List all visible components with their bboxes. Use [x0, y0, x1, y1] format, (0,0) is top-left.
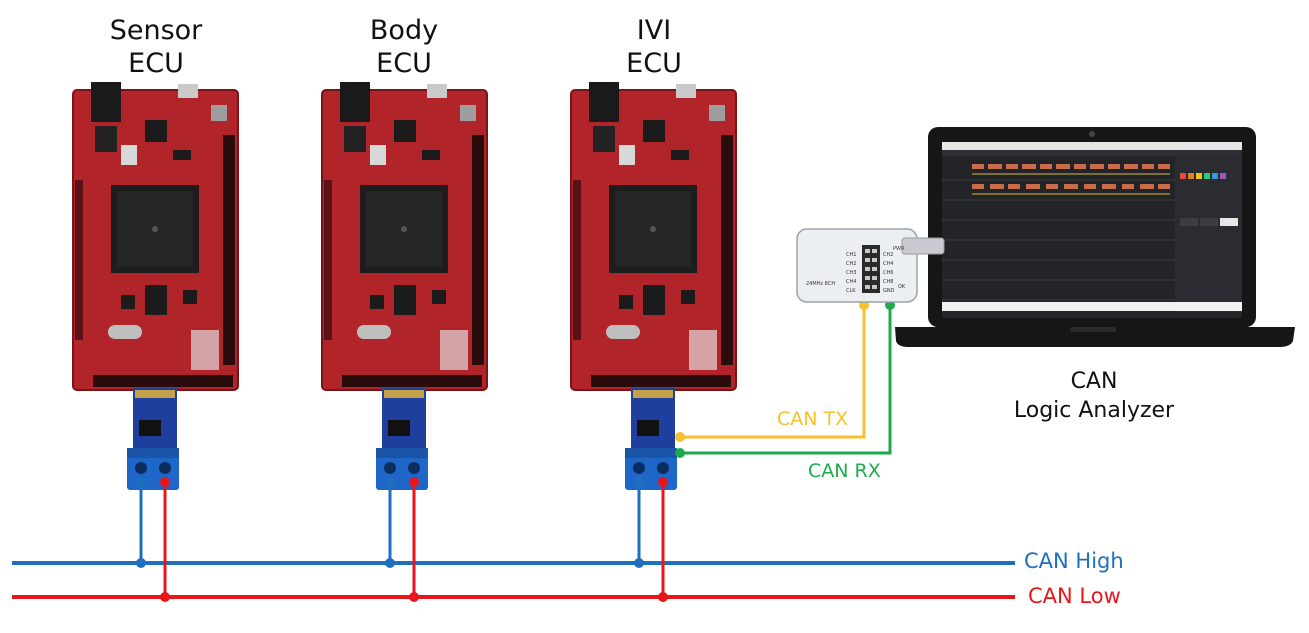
pin-label: CH1: [846, 252, 856, 258]
can-low-label: CAN Low: [1028, 584, 1121, 608]
status-label: OK: [898, 284, 906, 290]
ecu-title-line2: ECU: [128, 48, 184, 79]
can-low-drops: [163, 482, 665, 597]
ecu-board-ivi: [570, 81, 737, 491]
ecu-title-line1: Body: [369, 15, 439, 46]
logic-analyzer-title: CAN Logic Analyzer: [984, 367, 1204, 425]
pin-label: CH2: [883, 252, 893, 258]
ecu-title-ivi: IVI ECU: [554, 14, 754, 80]
pin-label: GND: [883, 288, 895, 294]
can-rx-label: CAN RX: [808, 460, 881, 482]
ecu-title-line2: ECU: [626, 48, 682, 79]
ecu-title-line1: Sensor: [109, 15, 203, 46]
ecu-board-body: [321, 81, 488, 491]
logic-analyzer-line2: Logic Analyzer: [1013, 398, 1175, 423]
can-tx-label: CAN TX: [777, 408, 849, 430]
can-high-drops: [139, 482, 641, 563]
pin-label: CH2: [846, 261, 856, 267]
pin-label: CH4: [883, 261, 893, 267]
logic-analyzer-line1: CAN: [1070, 369, 1118, 394]
can-tx-wire: [680, 303, 866, 439]
pin-label: CLK: [846, 288, 856, 294]
pin-label: CH4: [846, 279, 856, 285]
pin-label: PWR: [893, 246, 905, 252]
device-label: 24MHz 8CH: [806, 281, 835, 287]
pin-label: CH6: [883, 270, 893, 276]
pin-label: CH8: [883, 279, 893, 285]
ecu-board-sensor: [72, 81, 239, 491]
ecu-title-body: Body ECU: [304, 14, 504, 80]
ecu-title-line1: IVI: [636, 15, 672, 46]
pin-label: CH3: [846, 270, 856, 276]
logic-analyzer-device: CH1 CH2 CH3 CH4 CLK CH2 CH4 CH6 CH8 GND …: [796, 228, 945, 303]
ecu-title-line2: ECU: [376, 48, 432, 79]
laptop-icon: [895, 127, 1295, 347]
can-rx-wire: [680, 303, 892, 455]
can-high-label: CAN High: [1024, 549, 1124, 573]
ecu-title-sensor: Sensor ECU: [56, 14, 256, 80]
